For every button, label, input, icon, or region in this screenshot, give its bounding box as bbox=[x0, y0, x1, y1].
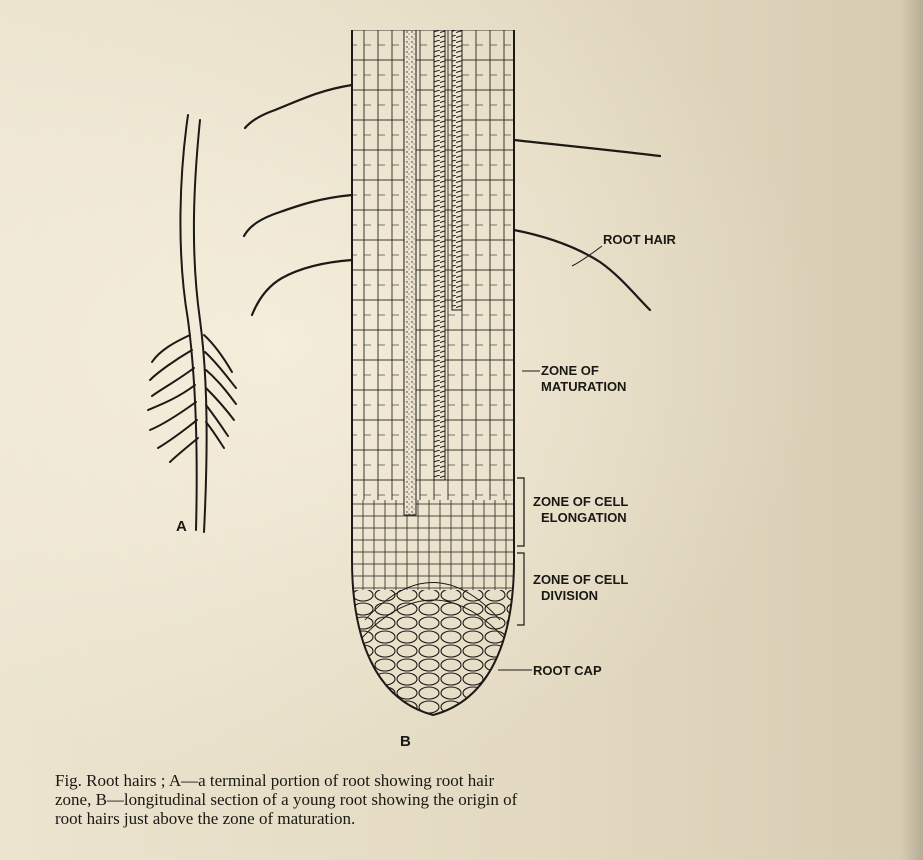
figure-caption: Fig. Root hairs ; A—a terminal portion o… bbox=[55, 771, 835, 828]
caption-line-2: zone, B—longitudinal section of a young … bbox=[55, 790, 835, 809]
label-zone-elongation-1: ZONE OF CELL bbox=[533, 494, 628, 509]
label-zone-division-1: ZONE OF CELL bbox=[533, 572, 628, 587]
label-root-cap: ROOT CAP bbox=[533, 663, 602, 678]
label-root-hair: ROOT HAIR bbox=[603, 232, 677, 247]
caption-line-1: Fig. Root hairs ; A—a terminal portion o… bbox=[55, 771, 835, 790]
root-a-drawing bbox=[148, 115, 236, 532]
label-figure-a: A bbox=[176, 518, 187, 535]
label-figure-b: B bbox=[400, 733, 411, 750]
label-zone-elongation-2: ELONGATION bbox=[541, 510, 627, 525]
label-zone-division-2: DIVISION bbox=[541, 588, 598, 603]
label-zone-maturation-1: ZONE OF bbox=[541, 363, 599, 378]
label-zone-maturation-2: MATURATION bbox=[541, 379, 626, 394]
root-hair-figure: ROOT HAIR ZONE OF MATURATION ZONE OF CEL… bbox=[0, 0, 923, 770]
caption-line-3: root hairs just above the zone of matura… bbox=[55, 809, 835, 828]
